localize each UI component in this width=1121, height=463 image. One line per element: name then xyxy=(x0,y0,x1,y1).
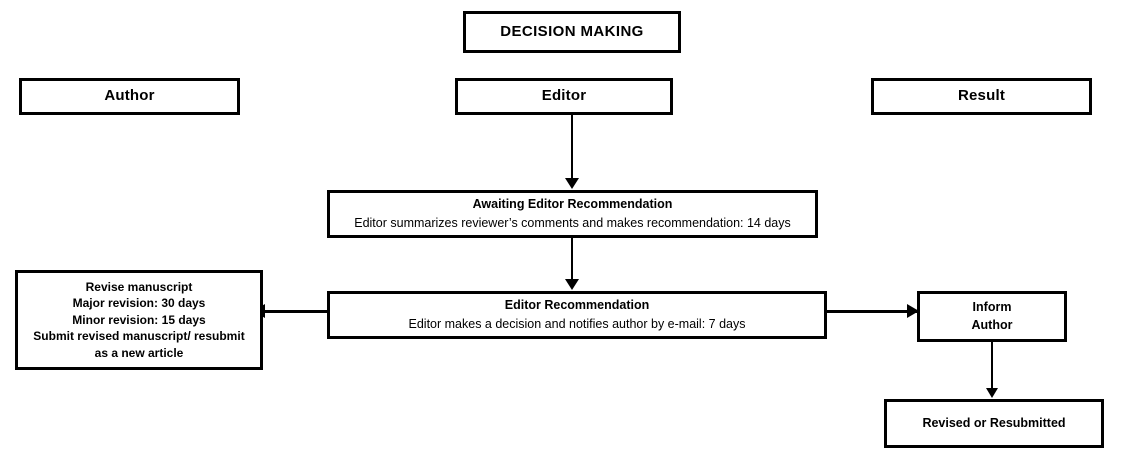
node-revise-manuscript-line-1: Revise manuscript xyxy=(85,279,193,294)
connector-inform-to-revised-arrowhead-icon xyxy=(986,388,998,398)
connector-editorrec-to-revise-line xyxy=(265,310,329,313)
lane-header-author: Author xyxy=(19,78,240,115)
node-editor-recommendation-title: Editor Recommendation xyxy=(504,298,650,313)
node-revise-manuscript-line-3: Minor revision: 15 days xyxy=(72,312,206,327)
connector-awaiting-to-editorrec-line xyxy=(571,238,573,282)
connector-editor-to-awaiting-line xyxy=(571,115,573,181)
node-decision-making-label: DECISION MAKING xyxy=(500,22,644,40)
node-awaiting-editor-recommendation-title: Awaiting Editor Recommendation xyxy=(472,197,673,212)
node-decision-making: DECISION MAKING xyxy=(463,11,681,53)
node-inform-author-line-1: Inform xyxy=(972,300,1012,315)
node-editor-recommendation: Editor Recommendation Editor makes a dec… xyxy=(327,291,827,339)
connector-editor-to-awaiting-arrowhead-icon xyxy=(565,178,579,189)
node-inform-author: Inform Author xyxy=(917,291,1067,342)
connector-inform-to-revised-line xyxy=(991,342,993,390)
node-revise-manuscript-line-4: Submit revised manuscript/ resubmit xyxy=(33,329,245,344)
connector-awaiting-to-editorrec-arrowhead-icon xyxy=(565,279,579,290)
node-inform-author-line-2: Author xyxy=(971,317,1013,332)
lane-header-result-label: Result xyxy=(957,87,1006,105)
node-awaiting-editor-recommendation: Awaiting Editor Recommendation Editor su… xyxy=(327,190,818,238)
lane-header-editor: Editor xyxy=(455,78,673,115)
lane-header-editor-label: Editor xyxy=(541,87,587,105)
node-revised-or-resubmitted: Revised or Resubmitted xyxy=(884,399,1104,448)
node-revise-manuscript: Revise manuscript Major revision: 30 day… xyxy=(15,270,263,370)
node-awaiting-editor-recommendation-subtitle: Editor summarizes reviewer’s comments an… xyxy=(354,215,791,230)
node-revise-manuscript-line-2: Major revision: 30 days xyxy=(72,296,206,311)
lane-header-result: Result xyxy=(871,78,1092,115)
lane-header-author-label: Author xyxy=(104,87,155,105)
node-revised-or-resubmitted-title: Revised or Resubmitted xyxy=(922,415,1066,430)
connector-editorrec-to-inform-line xyxy=(825,310,919,313)
node-editor-recommendation-subtitle: Editor makes a decision and notifies aut… xyxy=(408,316,746,331)
connector-editorrec-to-inform-arrowhead-icon xyxy=(907,304,919,318)
node-revise-manuscript-line-5: as a new article xyxy=(94,345,184,360)
